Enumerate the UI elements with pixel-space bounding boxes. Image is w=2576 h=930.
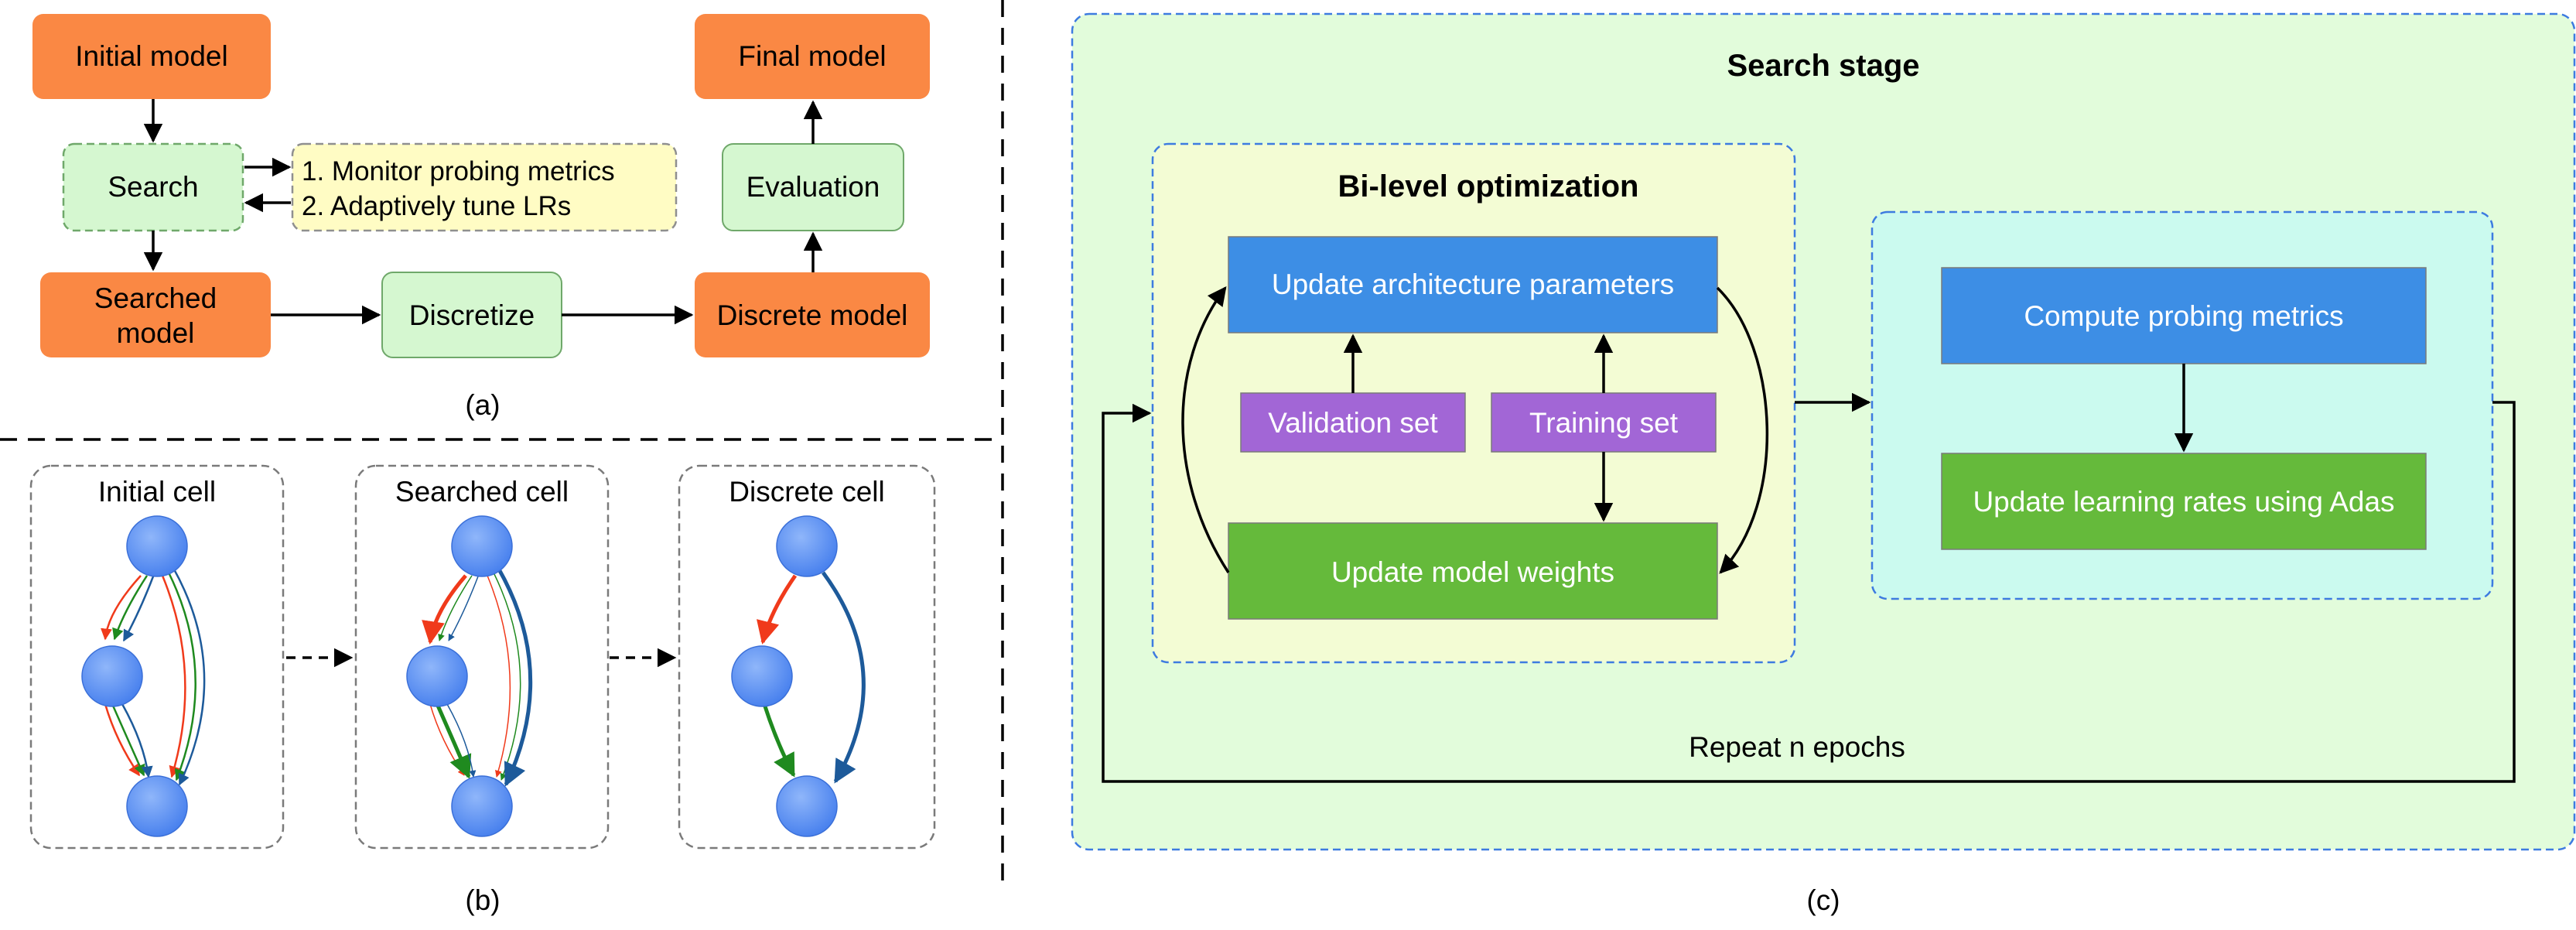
discrete-node-1 <box>731 645 793 707</box>
update-weights-label: Update model weights <box>1331 556 1614 588</box>
discrete-model-box <box>695 272 930 357</box>
discrete-edge-0-2-navy <box>821 571 866 784</box>
search-stage-title: Search stage <box>1727 49 1919 83</box>
discrete-cell-edges <box>757 571 866 784</box>
compute-metrics-label: Compute probing metrics <box>2024 300 2343 332</box>
searched-cell-box <box>354 464 610 850</box>
initial-model-label: Initial model <box>75 40 227 72</box>
discrete-node-2 <box>776 775 838 837</box>
searched-model-label-2: model <box>117 317 195 349</box>
arrow-weights-to-arch <box>1181 286 1230 573</box>
searched-edge-0-2-red <box>487 575 511 778</box>
searched-edge-0-1-navy <box>448 576 479 641</box>
initial-cell-edges <box>101 567 206 786</box>
final-model-box <box>695 14 930 99</box>
panel-b: Initial cell Searched cell Discrete cell <box>29 464 936 916</box>
update-lr-label: Update learning rates using Adas <box>1973 486 2394 518</box>
searched-model-label-1: Searched <box>94 282 217 314</box>
bilevel-title: Bi-level optimization <box>1338 169 1639 203</box>
searched-cell-edges <box>422 566 533 787</box>
initial-node-2 <box>126 775 188 837</box>
searched-edge-0-1-red <box>422 574 467 645</box>
probe-line-1: 1. Monitor probing metrics <box>302 156 615 186</box>
searched-edge-1-2-navy <box>446 703 477 778</box>
caption-a: (a) <box>465 389 500 421</box>
initial-node-1 <box>81 645 143 707</box>
compute-metrics-box <box>1941 267 2427 364</box>
initial-model-box <box>32 14 271 99</box>
update-lr-box <box>1941 453 2427 550</box>
initial-edge-0-2-navy <box>172 567 206 786</box>
initial-edge-1-2-navy <box>121 703 153 778</box>
caption-b: (b) <box>465 884 500 916</box>
initial-cell-label: Initial cell <box>98 476 216 508</box>
searched-cell-label: Searched cell <box>395 476 569 508</box>
searched-edge-1-2-green <box>436 704 472 779</box>
initial-edge-0-2-red <box>161 575 186 778</box>
discrete-node-0 <box>776 515 838 577</box>
discrete-edge-1-2-green <box>762 703 796 778</box>
arrow-arch-to-weights <box>1716 286 1769 574</box>
initial-edge-1-2-green <box>111 705 145 777</box>
initial-node-0 <box>126 515 188 577</box>
evaluation-label: Evaluation <box>746 171 880 203</box>
searched-edge-0-2-navy <box>496 566 533 787</box>
searched-node-2 <box>451 775 513 837</box>
searched-model-box <box>40 272 271 357</box>
search-label: Search <box>108 171 198 203</box>
repeat-label: Repeat n epochs <box>1689 731 1905 763</box>
discretize-label: Discretize <box>409 299 535 331</box>
discrete-model-label: Discrete model <box>717 299 908 331</box>
training-set-label: Training set <box>1529 407 1679 439</box>
searched-node-1 <box>406 645 468 707</box>
initial-edge-0-1-green <box>112 575 149 641</box>
validation-set-label: Validation set <box>1268 407 1438 439</box>
searched-edge-0-2-green <box>493 572 521 781</box>
initial-edge-0-1-red <box>101 575 142 641</box>
update-weights-box <box>1228 522 1718 620</box>
discrete-edge-0-1-red <box>757 574 798 645</box>
repeat-loop-line <box>1102 401 2516 783</box>
training-set-box <box>1491 392 1717 453</box>
initial-edge-0-2-green <box>167 572 196 781</box>
final-model-label: Final model <box>738 40 886 72</box>
panel-a: Initial model Search 1. Monitor probing … <box>32 14 930 421</box>
caption-c: (c) <box>1806 884 1840 916</box>
initial-cell-box <box>29 464 285 850</box>
probe-line-2: 2. Adaptively tune LRs <box>302 191 571 221</box>
searched-node-0 <box>451 515 513 577</box>
update-arch-label: Update architecture parameters <box>1272 268 1674 300</box>
searched-edge-0-1-green <box>438 575 473 641</box>
probe-metrics-box <box>291 142 678 232</box>
discrete-cell-label: Discrete cell <box>729 476 885 508</box>
initial-edge-0-1-navy <box>122 576 155 642</box>
discrete-cell-box <box>678 464 936 850</box>
panel-c: Search stage Bi-level optimization Updat… <box>1071 12 2576 916</box>
update-arch-box <box>1228 236 1718 333</box>
validation-set-box <box>1240 392 1466 453</box>
